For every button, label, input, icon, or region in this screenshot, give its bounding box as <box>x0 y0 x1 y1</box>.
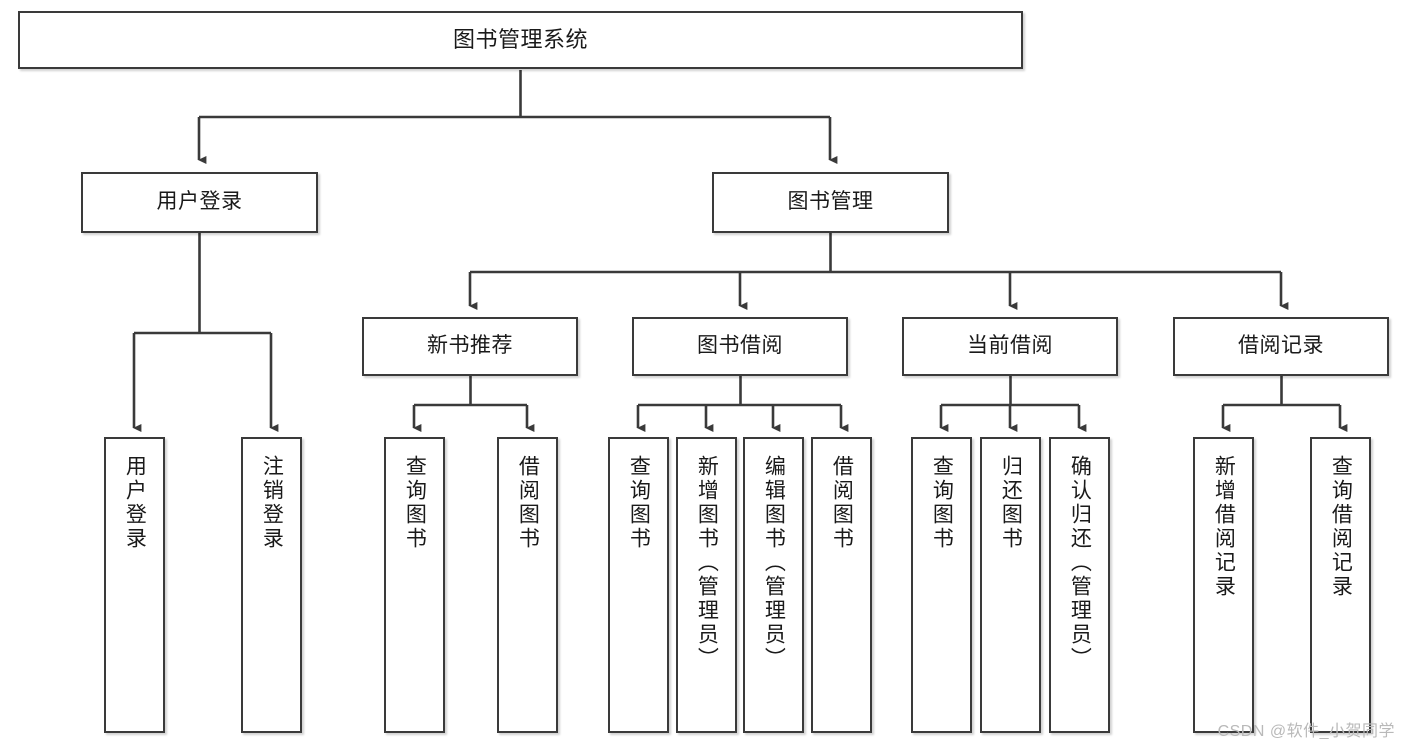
node-root-book-management-system[interactable]: 图书管理系统 <box>18 11 1023 69</box>
leaf-user-login[interactable]: 用户登录 <box>104 437 165 733</box>
node-label: 借阅图书 <box>830 455 854 551</box>
node-label: 确认归还（管理员） <box>1068 455 1092 671</box>
leaf-borrow-book-new-recommend[interactable]: 借阅图书 <box>497 437 558 733</box>
leaf-edit-book-admin[interactable]: 编辑图书（管理员） <box>743 437 804 733</box>
node-label: 查询图书 <box>403 455 427 551</box>
node-label: 查询图书 <box>930 455 954 551</box>
node-label: 用户登录 <box>156 190 243 214</box>
leaf-confirm-return-admin[interactable]: 确认归还（管理员） <box>1049 437 1110 733</box>
node-label: 图书管理系统 <box>452 27 588 53</box>
node-label: 新增图书（管理员） <box>695 455 719 671</box>
node-current-borrow[interactable]: 当前借阅 <box>902 317 1118 376</box>
node-label: 编辑图书（管理员） <box>762 455 786 671</box>
node-label: 归还图书 <box>999 455 1023 551</box>
leaf-query-borrow-record[interactable]: 查询借阅记录 <box>1310 437 1371 733</box>
node-book-borrow[interactable]: 图书借阅 <box>632 317 848 376</box>
leaf-return-book[interactable]: 归还图书 <box>980 437 1041 733</box>
node-label: 查询图书 <box>627 455 651 551</box>
node-label: 查询借阅记录 <box>1329 455 1353 599</box>
node-label: 注销登录 <box>260 455 284 551</box>
node-book-management[interactable]: 图书管理 <box>712 172 949 233</box>
node-label: 借阅图书 <box>516 455 540 551</box>
node-new-book-recommend[interactable]: 新书推荐 <box>362 317 578 376</box>
node-label: 借阅记录 <box>1238 334 1324 358</box>
leaf-query-book-current[interactable]: 查询图书 <box>911 437 972 733</box>
leaf-query-book-new-recommend[interactable]: 查询图书 <box>384 437 445 733</box>
node-label: 图书管理 <box>787 190 874 214</box>
leaf-add-borrow-record[interactable]: 新增借阅记录 <box>1193 437 1254 733</box>
leaf-borrow-book-borrow[interactable]: 借阅图书 <box>811 437 872 733</box>
node-label: 图书借阅 <box>697 334 783 358</box>
node-label: 新书推荐 <box>427 334 513 358</box>
node-user-login[interactable]: 用户登录 <box>81 172 318 233</box>
leaf-query-book-borrow[interactable]: 查询图书 <box>608 437 669 733</box>
node-label: 新增借阅记录 <box>1212 455 1236 599</box>
leaf-logout-login[interactable]: 注销登录 <box>241 437 302 733</box>
node-label: 当前借阅 <box>967 334 1053 358</box>
node-borrow-record[interactable]: 借阅记录 <box>1173 317 1389 376</box>
leaf-add-book-admin[interactable]: 新增图书（管理员） <box>676 437 737 733</box>
node-label: 用户登录 <box>123 455 147 551</box>
